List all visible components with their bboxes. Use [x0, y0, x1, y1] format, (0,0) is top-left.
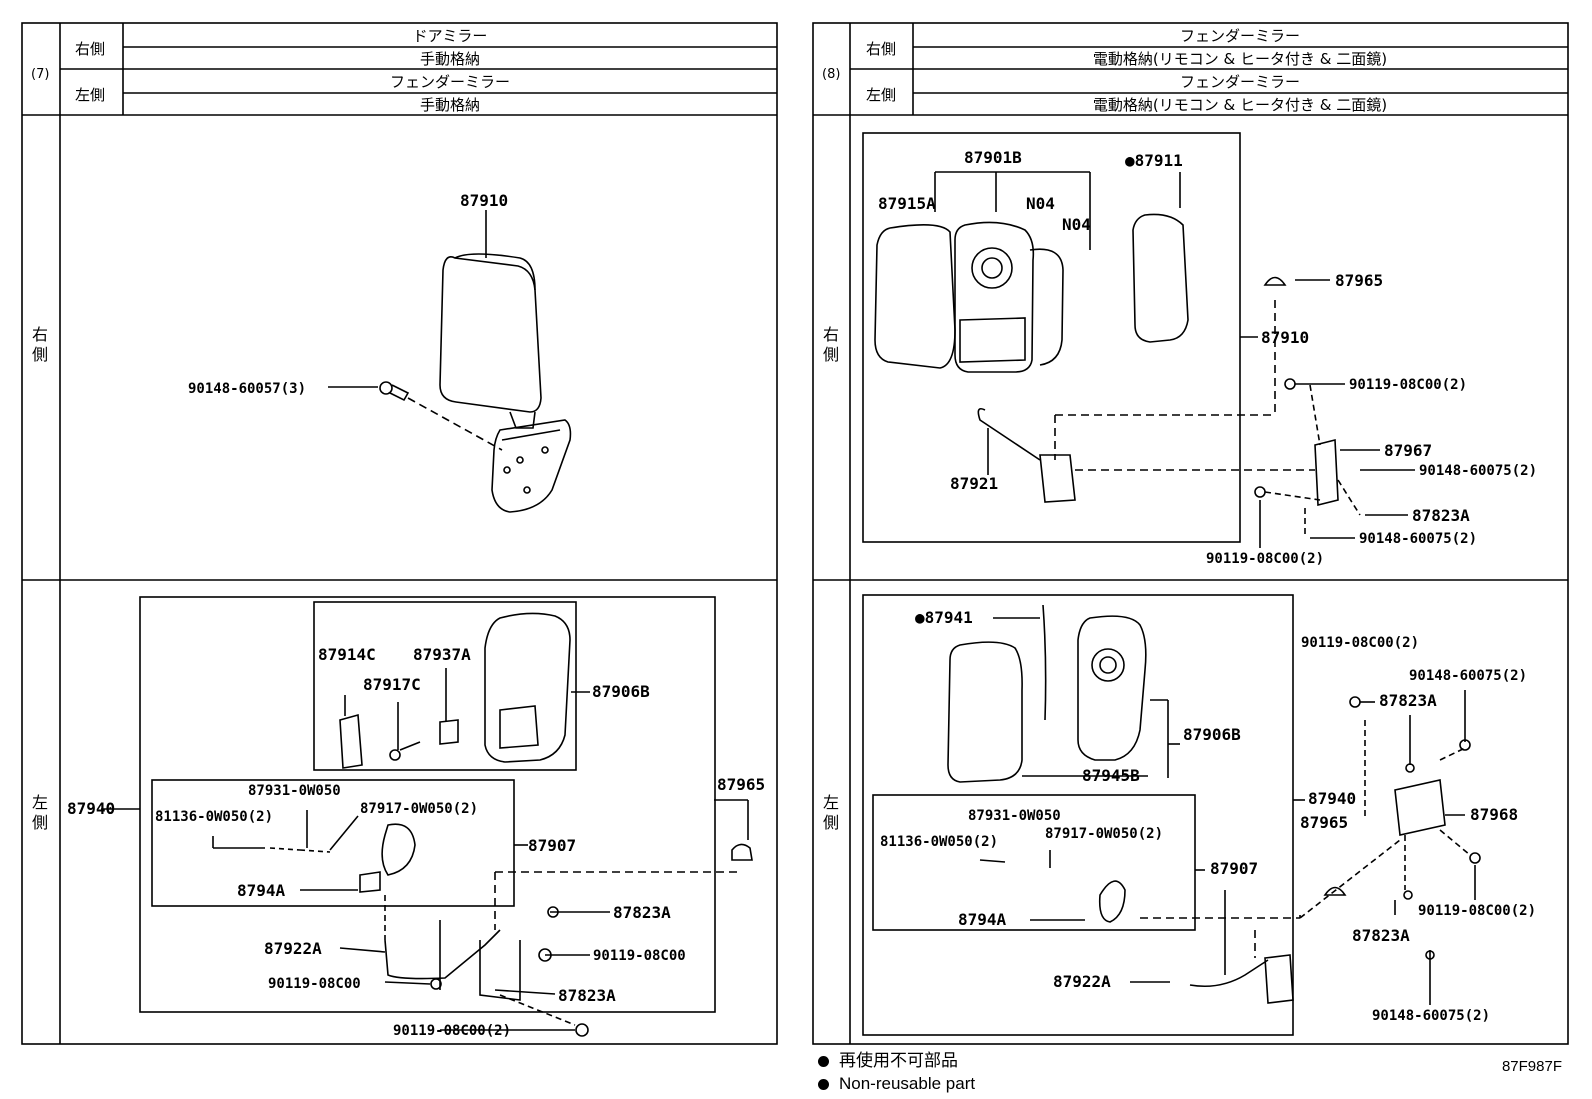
panel7-side-right-1: 右 [32, 325, 48, 344]
part-number: 8794A [958, 910, 1007, 929]
part-number: 87922A [264, 939, 322, 958]
panel8-side-left-2: 側 [823, 813, 839, 832]
part-number: 87945B [1082, 766, 1140, 785]
part-number: 90148-60075(2) [1419, 463, 1537, 479]
screw-icon [379, 381, 410, 402]
part-number: 81136-0W050(2) [880, 834, 998, 850]
part-number: 87968 [1470, 805, 1518, 824]
part-number: 87823A [558, 986, 616, 1005]
part-number: 87823A [613, 903, 671, 922]
legend-ja: 再使用不可部品 [818, 1046, 958, 1071]
part-number: 90119-08C00(2) [393, 1023, 511, 1039]
part-number: 90148-60057(3) [188, 381, 306, 397]
part-number: 87967 [1384, 441, 1432, 460]
figure-code: 87F987F [1501, 1058, 1562, 1075]
panel8-side-left-1: 左 [823, 793, 839, 812]
part-number: 87937A [413, 645, 471, 664]
bullet-icon [818, 1056, 829, 1068]
panel8-left-sub: 電動格納(リモコン & ヒータ付き & 二面鏡) [1093, 96, 1387, 114]
part-number: 87915A [878, 194, 936, 213]
panel7-left-label: 左側 [75, 86, 105, 104]
part-number: 90119-08C00(2) [1349, 377, 1467, 393]
panel7-right-sub: 手動格納 [420, 50, 480, 68]
part-number: 87940 [1308, 789, 1356, 808]
part-number: 87921 [950, 474, 998, 493]
part-number: 87914C [318, 645, 376, 664]
legend-en: Non-reusable part [818, 1074, 975, 1094]
part-number: 87965 [717, 775, 765, 794]
legend-ja-text: 再使用不可部品 [839, 1051, 958, 1070]
panel8-left-type: フェンダーミラー [1180, 73, 1300, 91]
panel8-right-label: 右側 [866, 40, 896, 58]
part-number: 87823A [1379, 691, 1437, 710]
part-number: N04 [1062, 215, 1091, 234]
part-number: ●87941 [915, 608, 973, 627]
fender-mirror-illustration [339, 612, 571, 769]
part-number: ●87911 [1125, 151, 1183, 170]
part-number: 87823A [1412, 506, 1470, 525]
panel8-side-right-1: 右 [823, 325, 839, 344]
panel8-left-label: 左側 [866, 86, 896, 104]
panel8-number: (8) [822, 67, 840, 82]
legend-en-text: Non-reusable part [839, 1074, 976, 1093]
panel7-left-sub: 手動格納 [420, 96, 480, 114]
part-number: 90148-60075(2) [1372, 1008, 1490, 1024]
part-number: 87931-0W050 [968, 808, 1061, 824]
electric-mirror-illustration [874, 213, 1287, 373]
part-number: 87901B [964, 148, 1022, 167]
part-number: 90119-08C00 [593, 948, 686, 964]
part-number: 90148-60075(2) [1359, 531, 1477, 547]
part-number: 87823A [1352, 926, 1410, 945]
part-number: 87965 [1300, 813, 1348, 832]
panel8-right-type: フェンダーミラー [1180, 27, 1300, 45]
part-number: 90119-08C00(2) [1301, 635, 1419, 651]
part-number: 90119-08C00(2) [1418, 903, 1536, 919]
part-number: 87965 [1335, 271, 1383, 290]
panel8-right-sub: 電動格納(リモコン & ヒータ付き & 二面鏡) [1093, 50, 1387, 68]
part-number: 87910 [460, 191, 508, 210]
part-number: 8794A [237, 881, 286, 900]
part-number: 87917-0W050(2) [1045, 826, 1163, 842]
panel7-side-left-2: 側 [32, 813, 48, 832]
part-number: 87910 [1261, 328, 1309, 347]
door-mirror-illustration [439, 253, 572, 513]
part-number: N04 [1026, 194, 1055, 213]
part-number: 90119-08C00 [268, 976, 361, 992]
part-number: 87907 [1210, 859, 1258, 878]
electric-mirror-left-illustration [947, 604, 1446, 1004]
bullet-icon [818, 1079, 829, 1091]
part-number: 81136-0W050(2) [155, 809, 273, 825]
panel8-side-right-2: 側 [823, 345, 839, 364]
part-number: 90119-08C00(2) [1206, 551, 1324, 567]
panel7-side-left-1: 左 [32, 793, 48, 812]
part-number: 87922A [1053, 972, 1111, 991]
part-number: 87940 [67, 799, 115, 818]
part-number: 87917C [363, 675, 421, 694]
part-number: 87906B [592, 682, 650, 701]
part-number: 90148-60075(2) [1409, 668, 1527, 684]
panel7-side-right-2: 側 [32, 345, 48, 364]
part-number: 87917-0W050(2) [360, 801, 478, 817]
panel7-number: (7) [31, 67, 49, 82]
panel7-left-type: フェンダーミラー [390, 73, 510, 91]
panel7-right-type: ドアミラー [413, 27, 488, 45]
part-number: 87906B [1183, 725, 1241, 744]
panel7-right-label: 右側 [75, 40, 105, 58]
part-number: 87931-0W050 [248, 783, 341, 799]
part-number: 87907 [528, 836, 576, 855]
